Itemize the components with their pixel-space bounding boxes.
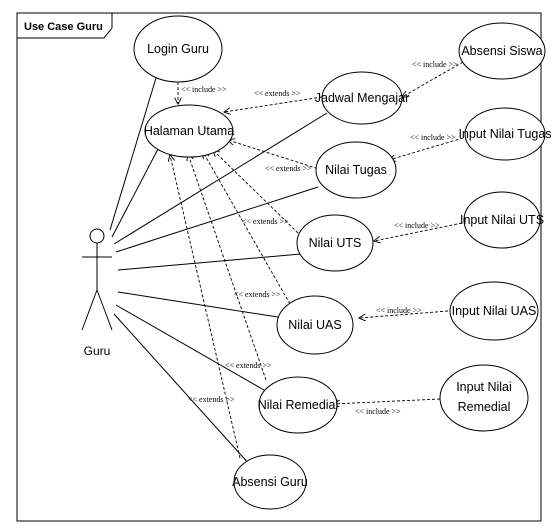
label-absensi-siswa: Absensi Siswa (461, 44, 542, 58)
label-nilai-uas: Nilai UAS (288, 318, 342, 332)
usecase-input-nilai-remedial[interactable] (439, 364, 529, 432)
label-input-nilai-uts: Input Nilai UTS (460, 213, 544, 227)
label-input-nilai-tugas: Input Nilai Tugas (458, 127, 551, 141)
stereotype-labels: << include >> << extends >> << include >… (181, 60, 458, 416)
label-include-tugas: << include >> (410, 133, 456, 142)
extends-uas-home (203, 152, 291, 305)
usecase-nilai-tugas[interactable] (315, 141, 397, 199)
label-nilai-uts: Nilai UTS (309, 236, 362, 250)
usecase-jadwal-mengajar[interactable] (321, 71, 403, 125)
label-nilai-tugas: Nilai Tugas (325, 163, 387, 177)
label-include-absensi: << include >> (412, 60, 458, 69)
usecase-login-guru[interactable] (133, 15, 223, 83)
assoc-nilai-remedial (115, 304, 265, 391)
actor-head (89, 228, 105, 244)
assoc-nilai-uts (117, 253, 302, 271)
label-input-nilai-remedial-line1: Input Nilai (456, 380, 512, 394)
label-extends-tugas: << extends >> (265, 164, 312, 173)
usecase-input-nilai-uts[interactable] (463, 191, 541, 249)
actor-name: Guru (84, 344, 111, 358)
diagram-frame (16, 12, 542, 522)
include-remedial-input (333, 398, 441, 404)
usecase-halaman-utama[interactable] (144, 104, 234, 158)
usecase-input-nilai-tugas[interactable] (464, 107, 546, 161)
extends-tugas-home (228, 140, 323, 171)
assoc-home (111, 148, 159, 238)
extends-remedial-home (188, 154, 267, 381)
extends-jadwal-home (224, 96, 323, 112)
assoc-nilai-uas (117, 291, 285, 319)
label-extends-uts: << extends >> (242, 217, 289, 226)
label-extends-remedial: << extends >> (225, 361, 272, 370)
usecase-nilai-uts[interactable] (296, 214, 374, 272)
label-extends-jadwal: << extends >> (254, 89, 301, 98)
usecase-input-nilai-uas[interactable] (449, 281, 539, 341)
label-nilai-remedial: Nilai Remedial (258, 398, 339, 412)
association-lines (109, 77, 328, 466)
label-extends-absensi-guru: << extends >> (188, 395, 235, 404)
include-jadwal-absensi (402, 61, 464, 97)
label-include-uts: << include >> (394, 221, 440, 230)
label-login-guru: Login Guru (147, 42, 209, 56)
actor-left-leg (81, 289, 98, 331)
extends-absensi-guru-home (170, 155, 241, 459)
label-include-remedial: << include >> (355, 407, 401, 416)
diagram-title: Use Case Guru (24, 21, 103, 33)
include-tugas-input (389, 137, 464, 160)
label-input-nilai-uas: Input Nilai UAS (452, 304, 537, 318)
usecase-absensi-guru[interactable] (233, 454, 307, 510)
actor-guru[interactable] (81, 228, 113, 331)
use-case-labels: Login Guru Halaman Utama Jadwal Mengajar… (144, 42, 552, 489)
usecase-nilai-remedial[interactable] (258, 376, 338, 434)
diagram-title-tab (16, 12, 113, 39)
usecase-absensi-siswa[interactable] (458, 22, 546, 80)
label-absensi-guru: Absensi Guru (232, 475, 308, 489)
dependency-lines (170, 61, 464, 459)
assoc-jadwal (113, 112, 328, 245)
label-jadwal-mengajar: Jadwal Mengajar (315, 91, 410, 105)
usecase-nilai-uas[interactable] (276, 295, 354, 355)
assoc-nilai-tugas (115, 186, 319, 253)
assoc-absensi-guru (113, 313, 251, 466)
label-extends-uas: << extends >> (234, 290, 281, 299)
assoc-login (109, 77, 157, 231)
label-include-uas: << include >> (376, 306, 422, 315)
actor-right-leg (96, 289, 113, 331)
use-case-ellipses (133, 15, 546, 510)
label-input-nilai-remedial-line2: Remedial (458, 400, 511, 414)
label-include-login: << include >> (181, 85, 227, 94)
label-halaman-utama: Halaman Utama (144, 124, 234, 138)
